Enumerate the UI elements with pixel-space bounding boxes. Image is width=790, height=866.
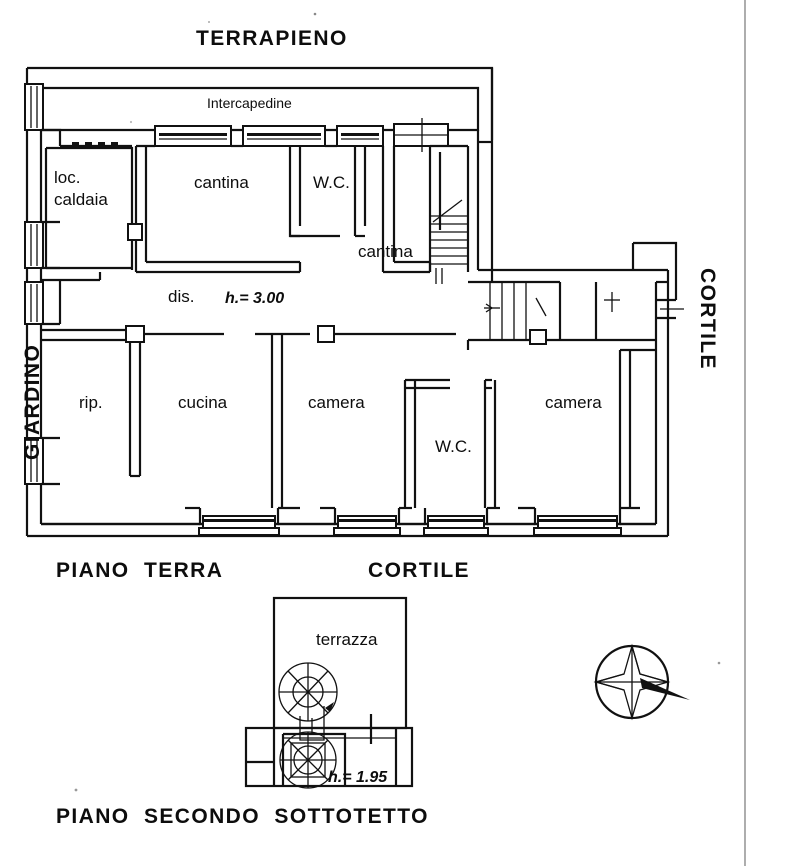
room-label-disimpegno: dis. (168, 287, 195, 306)
window-bottom-3 (423, 508, 489, 536)
spiral-stair-upper (278, 662, 338, 741)
hatched-wall-segment (72, 142, 118, 147)
window-bottom-4 (533, 508, 622, 536)
caption-piano-secondo-sottotetto: PIANO SECONDO SOTTOTETTO (56, 805, 429, 828)
room-label-cantina-2: cantina (358, 242, 413, 261)
attic-plan (244, 596, 414, 789)
window-left-4 (24, 437, 44, 485)
window-left-2 (24, 221, 44, 269)
window-top-2 (242, 125, 326, 147)
title-cortile-right: CORTILE (696, 268, 719, 370)
scan-speckle (717, 661, 721, 665)
room-label-camera-1: camera (308, 393, 365, 412)
scan-speckle (208, 21, 210, 23)
window-top-4 (393, 118, 449, 152)
room-label-wc-lower: W.C. (435, 437, 472, 456)
spiral-stair-lower (279, 731, 337, 789)
scan-speckle (129, 120, 133, 124)
room-label-ripostiglio: rip. (79, 393, 103, 412)
caption-cortile-bottom: CORTILE (368, 559, 470, 582)
room-label-terrazza: terrazza (316, 630, 378, 649)
scan-speckle (313, 12, 317, 16)
room-label-camera-2: camera (545, 393, 602, 412)
height-note-attic: h.= 1.95 (328, 769, 388, 786)
height-note-ground-floor: h.= 3.00 (225, 290, 285, 307)
room-label-wc-upper: W.C. (313, 173, 350, 192)
window-top-1 (154, 125, 232, 147)
caption-piano-terra: PIANO TERRA (56, 559, 224, 582)
room-label-loc-caldaia-line1: loc. (54, 168, 81, 187)
title-giardino: GIARDINO (21, 343, 44, 460)
room-label-cucina: cucina (178, 393, 228, 412)
staircase-upper (431, 199, 467, 284)
title-terrapieno: TERRAPIENO (196, 27, 348, 50)
label-intercapedine: Intercapedine (207, 95, 292, 111)
compass-rose-icon (593, 643, 690, 721)
room-label-loc-caldaia-line2: caldaia (54, 190, 108, 209)
window-bottom-2 (333, 508, 401, 536)
window-bottom-1 (198, 508, 280, 536)
scan-speckle (74, 788, 78, 792)
window-left-1 (24, 83, 44, 131)
window-left-3 (24, 281, 44, 325)
room-label-cantina-1: cantina (194, 173, 249, 192)
staircase-lower (468, 280, 560, 345)
window-top-3 (336, 125, 384, 147)
